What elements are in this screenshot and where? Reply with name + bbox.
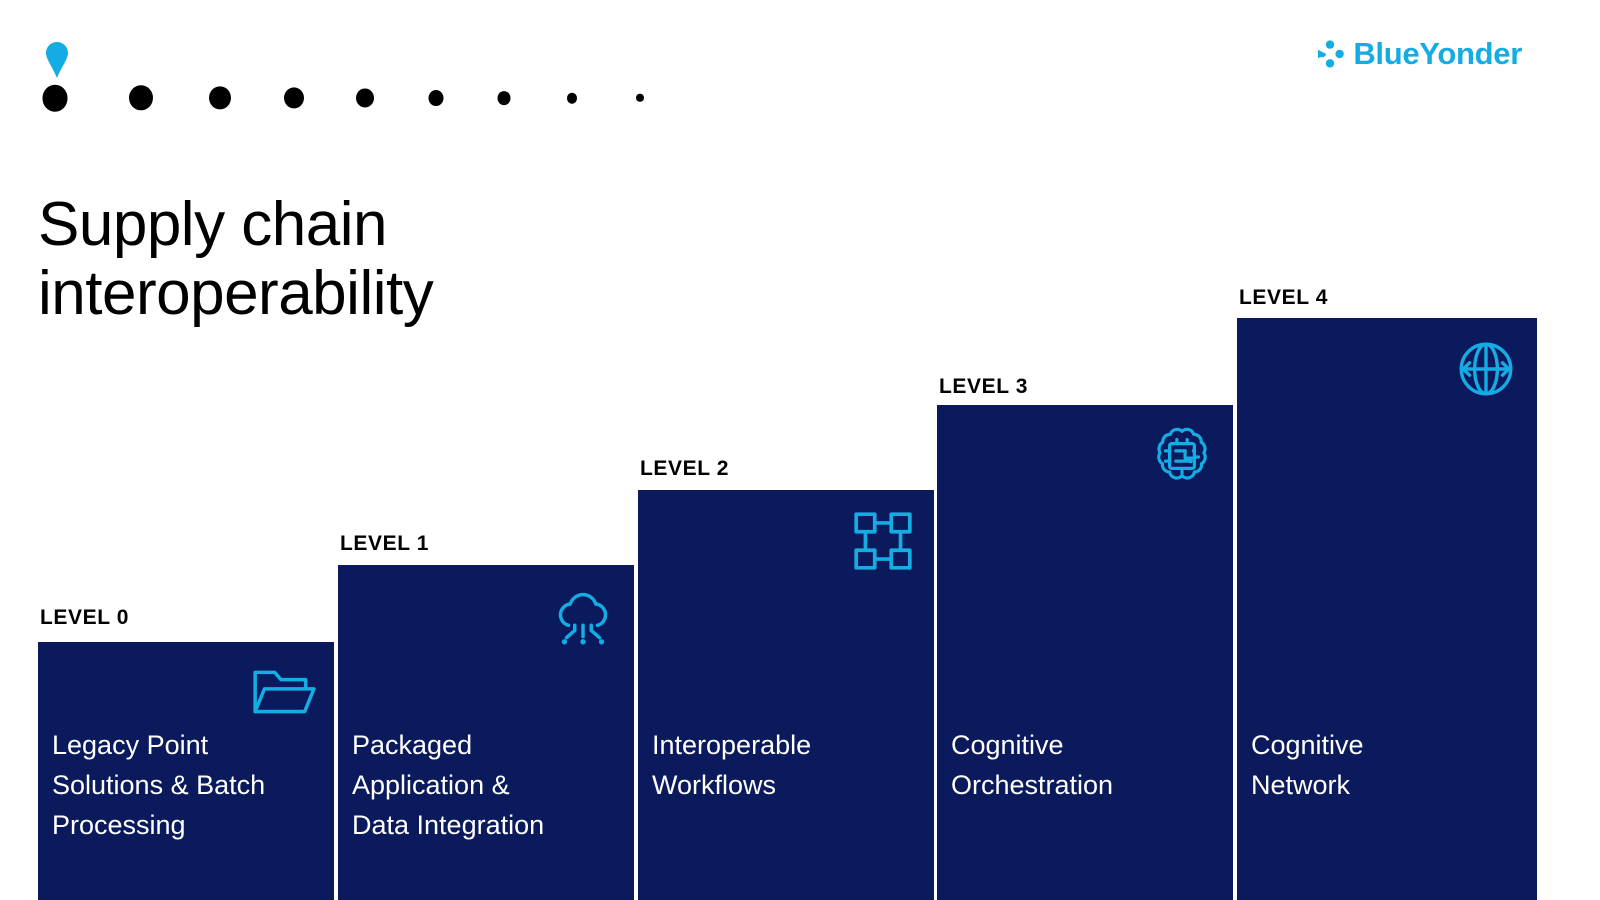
level-bar[interactable]: Cognitive Orchestration <box>937 405 1233 900</box>
decorative-dot <box>636 93 644 103</box>
workflow-nodes-icon <box>850 508 916 574</box>
page-title: Supply chain interoperability <box>38 189 434 328</box>
decorative-dot <box>42 84 68 112</box>
level-bar[interactable]: Interoperable Workflows <box>638 490 934 900</box>
brand-wordmark: BlueYonder <box>1353 36 1522 71</box>
decorative-dot <box>129 85 153 111</box>
decorative-dot <box>356 88 374 108</box>
level-description: Cognitive Network <box>1251 730 1364 800</box>
folder-open-icon <box>250 660 316 726</box>
level-label: LEVEL 4 <box>1239 286 1329 309</box>
level-bar[interactable]: Packaged Application & Data Integration <box>338 565 634 900</box>
brand-logo: BlueYonder <box>1315 38 1522 69</box>
map-pin-icon <box>46 42 68 78</box>
decorative-dot <box>497 91 511 105</box>
level-description: Cognitive Orchestration <box>951 730 1114 800</box>
decorative-dot <box>428 90 444 106</box>
globe-arrows-icon <box>1453 336 1519 402</box>
level-description: Interoperable Workflows <box>652 730 812 800</box>
decorative-dot <box>284 87 304 109</box>
level-label: LEVEL 1 <box>340 532 430 555</box>
level-description: Legacy Point Solutions & Batch Processin… <box>52 730 266 840</box>
blueyonder-pinwheel-icon <box>1318 39 1345 68</box>
level-label: LEVEL 0 <box>40 606 130 629</box>
level-bar[interactable]: Legacy Point Solutions & Batch Processin… <box>38 642 334 900</box>
decorative-dot <box>209 86 231 110</box>
level-label: LEVEL 3 <box>939 375 1029 398</box>
level-description: Packaged Application & Data Integration <box>352 730 545 840</box>
level-bar[interactable]: Cognitive Network <box>1237 318 1537 900</box>
brain-chip-icon <box>1149 423 1215 489</box>
level-label: LEVEL 2 <box>640 457 730 480</box>
decorative-dot <box>567 92 577 104</box>
cloud-integration-icon <box>550 583 616 649</box>
